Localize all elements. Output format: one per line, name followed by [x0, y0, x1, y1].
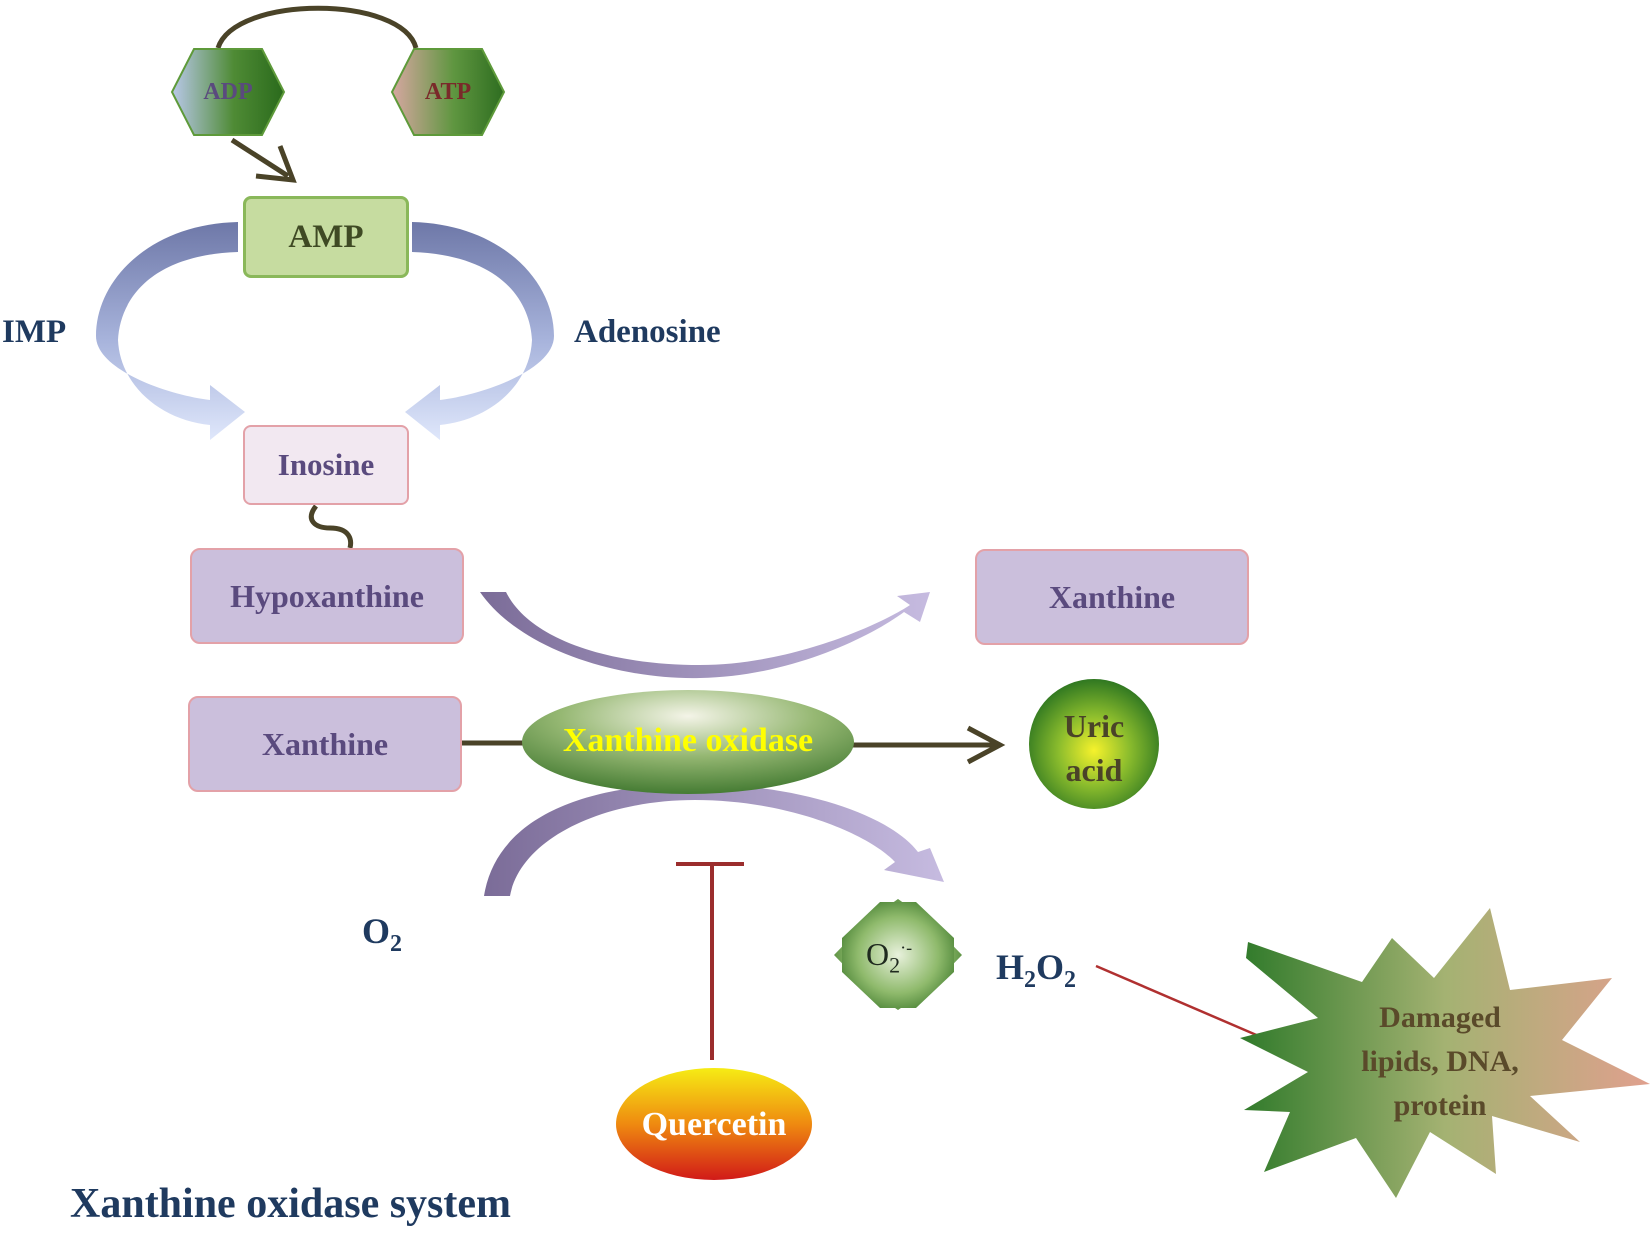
adp-to-amp-arrowhead	[255, 145, 297, 183]
o2-to-superoxide-arrow	[484, 784, 944, 896]
imp-label: IMP	[2, 314, 67, 350]
atp-label: ATP	[424, 78, 472, 105]
damage-starburst	[1240, 908, 1650, 1198]
superoxide-superscript: ·-	[900, 937, 913, 958]
h2o2-label: H2O2	[996, 946, 1076, 994]
inosine-node: Inosine	[243, 425, 409, 505]
damage-line-3: protein	[1393, 1089, 1487, 1122]
damage-line-1: Damaged	[1379, 1001, 1501, 1034]
hypoxanthine-label: Hypoxanthine	[230, 577, 424, 614]
atp-node: ATP	[390, 47, 506, 137]
h2o2-o: O	[1036, 947, 1065, 987]
amp-node: AMP	[243, 196, 409, 278]
superoxide-subscript: 2	[889, 952, 901, 978]
o2-base: O	[362, 911, 391, 951]
adp-node: ADP	[170, 47, 286, 137]
enzyme-to-uric-acid-arrowhead	[966, 725, 1006, 765]
h2o2-h: H	[996, 947, 1025, 987]
xanthine-oxidase-ellipse	[522, 690, 854, 794]
uric-acid-line-2: acid	[1065, 752, 1123, 788]
adp-atp-connector	[215, 5, 419, 49]
h2o2-subscript-2: 2	[1064, 967, 1077, 994]
xanthine-oxidase-label: Xanthine oxidase	[562, 722, 814, 759]
adenosine-label: Adenosine	[574, 314, 721, 350]
superoxide-label: O2·-	[866, 936, 912, 978]
uric-acid-line-1: Uric	[1063, 708, 1125, 744]
damage-label: Damaged lipids, DNA, protein	[1330, 996, 1550, 1128]
h2o2-to-damage-line	[1095, 964, 1269, 1042]
hypoxanthine-node: Hypoxanthine	[190, 548, 464, 644]
inosine-label: Inosine	[277, 447, 375, 482]
xanthine-substrate-label: Xanthine	[261, 725, 389, 762]
damage-line-2: lipids, DNA,	[1361, 1045, 1519, 1078]
uric-acid-circle	[1029, 679, 1159, 809]
uric-acid-label: Uric acid	[1034, 704, 1154, 792]
xanthine-substrate-node: Xanthine	[188, 696, 462, 792]
inosine-hypoxanthine-connector	[308, 504, 354, 549]
amp-label: AMP	[288, 218, 364, 255]
quercetin-label: Quercetin	[641, 1106, 787, 1143]
adp-to-amp-arrow	[230, 137, 290, 179]
xanthine-product-node: Xanthine	[975, 549, 1249, 645]
xanthine-product-label: Xanthine	[1048, 578, 1176, 615]
superoxide-star-inner	[842, 902, 954, 1008]
quercetin-ellipse	[616, 1068, 812, 1180]
adenosine-arc-arrow	[405, 222, 554, 440]
hypoxanthine-to-xanthine-arrow	[480, 592, 930, 679]
imp-arc-arrow	[96, 222, 245, 440]
o2-subscript: 2	[390, 931, 403, 958]
o2-label: O2	[362, 910, 402, 958]
adp-label: ADP	[203, 78, 253, 105]
system-title: Xanthine oxidase system	[70, 1181, 512, 1227]
superoxide-base: O	[866, 936, 890, 972]
h2o2-subscript-1: 2	[1024, 967, 1037, 994]
